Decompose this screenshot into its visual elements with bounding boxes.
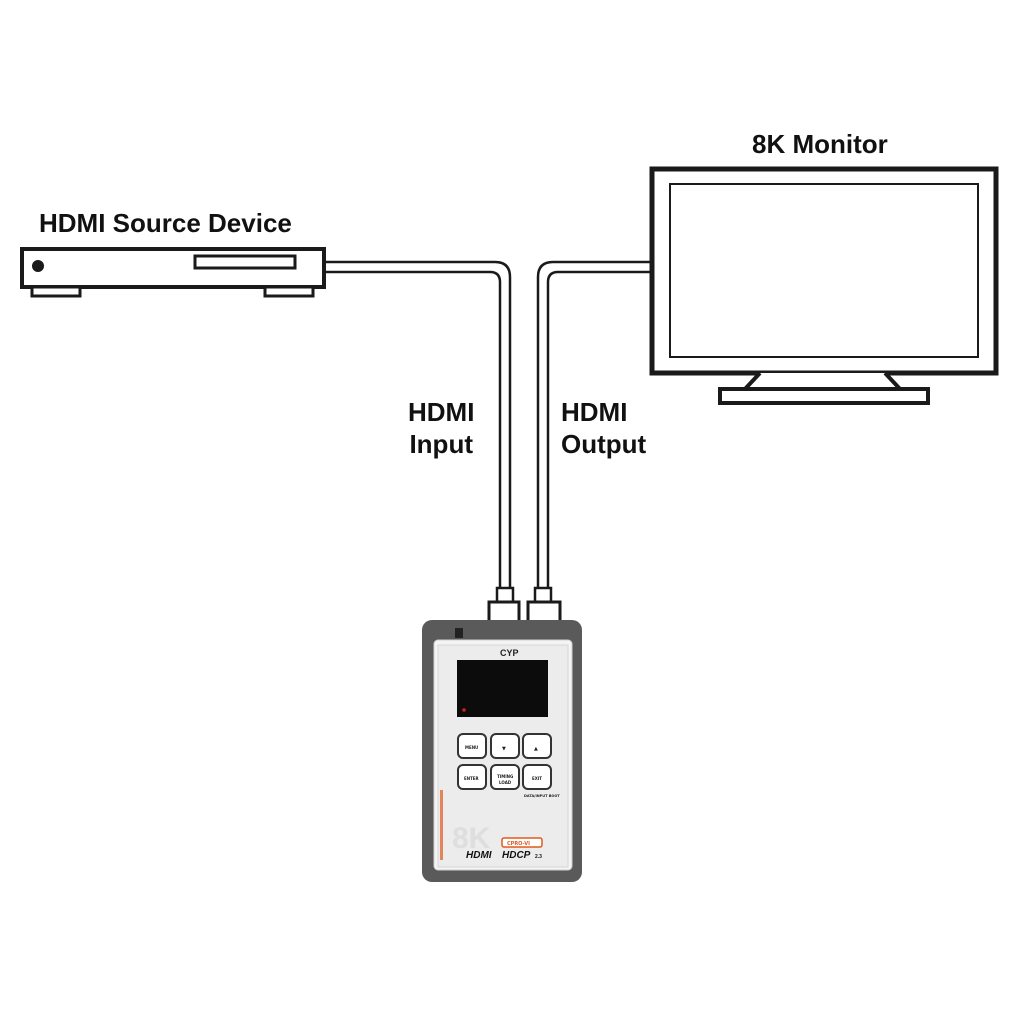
input-cable — [324, 260, 512, 590]
device-model: CPRO-VI — [507, 841, 530, 847]
btn-exit-label: EXIT — [532, 776, 542, 781]
device-brand: CYP — [500, 648, 519, 658]
hdmi-input-line2: Input — [409, 429, 473, 459]
analyzer-device — [422, 620, 582, 882]
hdmi-output-label: HDMI Output — [561, 396, 646, 460]
device-watermark: 8K — [452, 822, 491, 855]
output-cable — [536, 260, 652, 590]
hdmi-output-line1: HDMI — [561, 397, 628, 427]
hdmi-input-label: HDMI Input — [408, 396, 474, 460]
device-hdmi-logo: HDMI — [466, 850, 492, 861]
btn-enter-label: ENTER — [464, 776, 479, 781]
source-device-label: HDMI Source Device — [39, 208, 292, 238]
device-status-text: DATA/INPUT BOOT — [524, 794, 560, 798]
device-screen — [457, 660, 548, 717]
btn-up-label: ▲ — [534, 746, 538, 752]
monitor-label: 8K Monitor — [752, 129, 888, 159]
btn-load-label: LOAD — [499, 780, 512, 785]
btn-menu-label: MENU — [465, 745, 478, 750]
btn-down-label: ▼ — [502, 746, 506, 752]
source-device-icon — [20, 247, 326, 298]
hdmi-output-line2: Output — [561, 429, 647, 459]
monitor-icon — [649, 166, 999, 405]
device-hdcp-logo: HDCP — [502, 850, 531, 861]
device-hdcp-version: 2.3 — [535, 854, 542, 860]
btn-timing-label: TIMING — [497, 774, 513, 779]
hdmi-input-line1: HDMI — [408, 397, 475, 427]
